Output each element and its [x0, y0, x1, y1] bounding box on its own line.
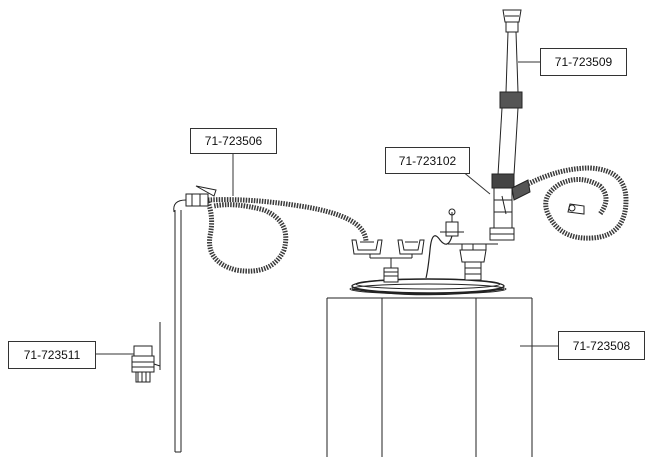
coupler-3 — [440, 208, 464, 237]
part-label-71-723102: 71-723102 — [385, 147, 470, 174]
right-hose-nozzle — [567, 203, 585, 215]
ball-valve — [131, 322, 161, 383]
right-hose — [526, 165, 629, 241]
part-label-71-723509: 71-723509 — [540, 48, 627, 76]
sensor-cable — [425, 235, 453, 279]
part-label-71-723511: 71-723511 — [8, 341, 96, 369]
left-hose-fitting — [173, 185, 217, 213]
part-label-71-723506: 71-723506 — [190, 128, 277, 154]
lid-fitting-left — [369, 252, 413, 283]
leader-lines — [96, 61, 558, 355]
tank — [326, 297, 533, 457]
tank-lid — [349, 278, 507, 296]
left-hose — [205, 197, 369, 274]
vertical-pipe — [497, 9, 523, 176]
coupler-2 — [397, 239, 425, 255]
coupler-1 — [351, 239, 383, 255]
part-label-71-723508: 71-723508 — [558, 331, 645, 360]
tee-fitting — [489, 173, 531, 241]
suction-wand — [174, 210, 182, 453]
lid-fitting-right — [448, 243, 498, 281]
